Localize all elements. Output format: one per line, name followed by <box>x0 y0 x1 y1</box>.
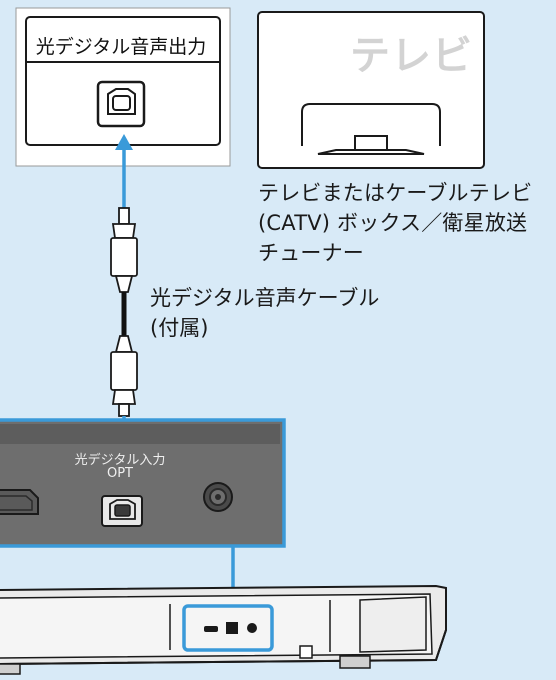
cable-plug-top <box>110 207 138 293</box>
optical-output-title: 光デジタル音声出力 <box>35 36 207 58</box>
device-body <box>0 584 447 675</box>
cable-caption-line: (付属) <box>150 316 209 340</box>
tv-box <box>257 11 485 169</box>
cable-caption-line: 光デジタル音声ケーブル <box>150 286 380 310</box>
rear-panel-closeup <box>0 418 286 548</box>
port-highlight-box <box>182 604 274 652</box>
tv-caption-line: テレビまたはケーブルテレビ <box>258 181 533 205</box>
cable-plug-bottom <box>110 335 138 417</box>
optical-cable <box>110 134 138 450</box>
round-jack-icon <box>203 482 233 512</box>
cable-caption: 光デジタル音声ケーブル (付属) <box>150 283 379 343</box>
tv-icon <box>301 103 441 155</box>
opt-text: OPT <box>106 466 133 481</box>
optical-input-label: 光デジタル入力 OPT <box>60 454 180 480</box>
tv-brand-text: テレビ <box>350 33 473 79</box>
tv-caption: テレビまたはケーブルテレビ (CATV) ボックス／衛星放送 チューナー <box>258 178 532 268</box>
tv-caption-line: (CATV) ボックス／衛星放送 <box>258 211 528 235</box>
optical-port-icon <box>96 80 146 128</box>
optical-input-text: 光デジタル入力 <box>74 453 166 468</box>
hdmi-port-icon <box>0 489 39 515</box>
tv-caption-line: チューナー <box>258 241 364 265</box>
optical-input-port-icon <box>101 495 143 527</box>
